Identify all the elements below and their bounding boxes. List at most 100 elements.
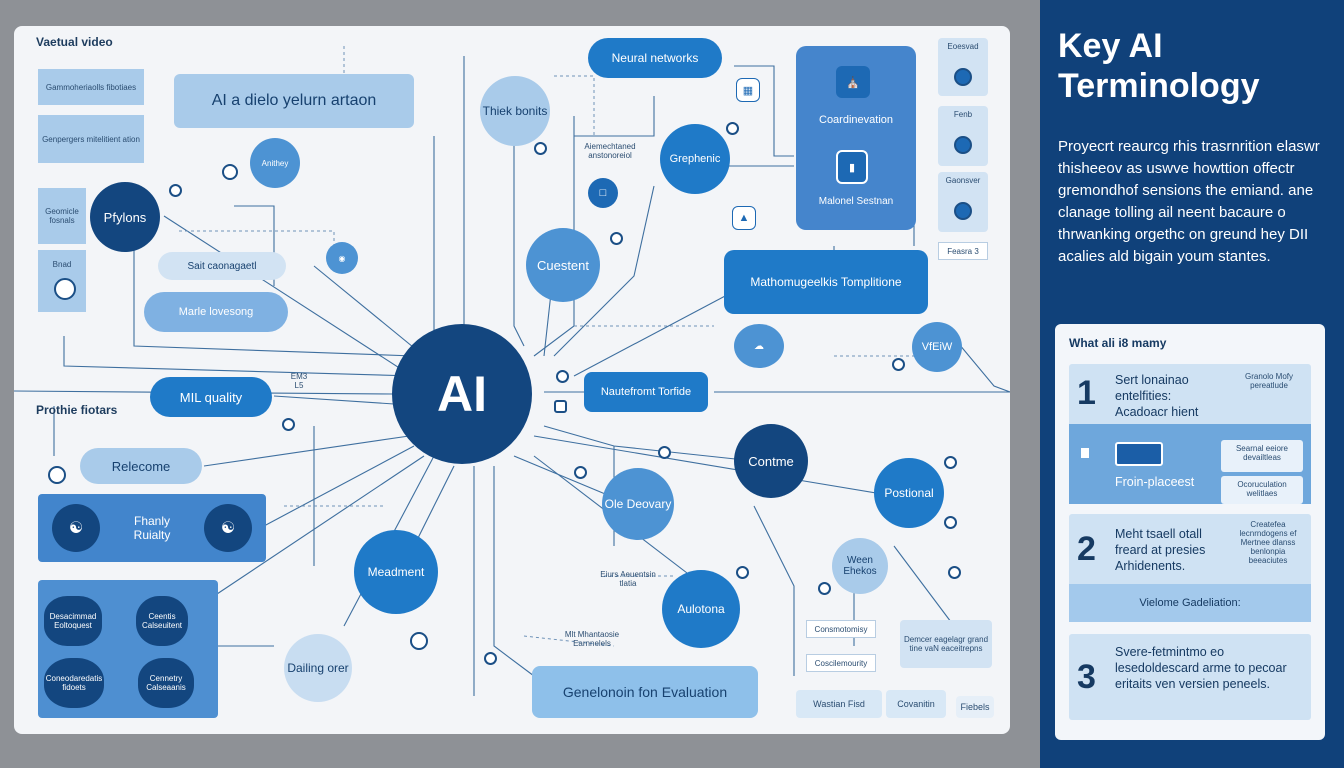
small-tag-2[interactable]: Coscilemourity	[806, 654, 876, 672]
document-icon: ▦	[736, 78, 760, 102]
content-node[interactable]: Cuestent	[526, 228, 600, 302]
item-1-number: 1	[1077, 374, 1096, 412]
tiny-note-3: Mlt Mhantaosie Earnnelels	[564, 630, 620, 648]
item-2-text: Meht tsaell otall freard at presies Arhi…	[1115, 527, 1206, 573]
cloud-sync-icon: ☁	[754, 340, 764, 352]
ween-node[interactable]: Ween Ehekos	[832, 538, 888, 594]
item-2-footer: Vielome Gadeliation:	[1069, 584, 1311, 622]
ai-center-node[interactable]: AI	[392, 324, 532, 464]
bottom-right-label-3[interactable]: Fiebels	[956, 696, 994, 718]
tag-icon	[574, 466, 587, 479]
bell-icon	[726, 122, 739, 135]
camera-icon	[556, 370, 569, 383]
search-icon	[948, 566, 961, 579]
diagram-canvas: Vaetual video Gammoheriaolls fibotiaes G…	[14, 26, 1010, 734]
server-icon: ▮	[836, 150, 868, 184]
dailing-node[interactable]: Dailing orer	[284, 634, 352, 702]
item-2-side: Createfea lecnrndogens ef Mertnee dlanss…	[1239, 520, 1297, 565]
right-box-2[interactable]: Fenb	[938, 106, 988, 166]
user-icon	[954, 136, 972, 154]
self-labeled-pill[interactable]: Sait caonagaetl	[158, 252, 286, 280]
bottom-right-label-1[interactable]: Wastian Fisd	[796, 690, 882, 718]
lock-icon	[610, 232, 623, 245]
pin-icon	[658, 446, 671, 459]
panel-description: Proyecrt reaurcg rhis trasrnrition elasw…	[1058, 138, 1320, 265]
blob-1[interactable]: Desacimmad Eoltoquest	[44, 596, 102, 646]
right-box-1[interactable]: Eoesvad	[938, 38, 988, 96]
cloud-node[interactable]: ☁	[734, 324, 784, 368]
blob-2[interactable]: Ceentis Calseuitent	[136, 596, 188, 646]
card-icon	[1115, 442, 1163, 466]
tiny-note-2: Eiurs Aeuentsin tlatia	[600, 570, 656, 588]
small-tag-3[interactable]: Demcer eagelagr grand tine vaN eaceitrep…	[900, 620, 992, 668]
pfylons-node[interactable]: Pfylons	[90, 182, 160, 252]
item-3[interactable]: 3 Svere-fetmintmo eo lesedoldescard arme…	[1069, 634, 1311, 720]
contme-node[interactable]: Contme	[734, 424, 808, 498]
item-1-text: Sert lonainao entelfities: Acadoacr hien…	[1115, 373, 1199, 419]
view-node[interactable]: VfEiW	[912, 322, 962, 372]
left-box-4[interactable]: Bnad	[38, 250, 86, 312]
network-icon: ☯	[204, 504, 252, 552]
graphenic-node[interactable]: Grephenic	[660, 124, 730, 194]
relecom-pill[interactable]: Relecome	[80, 448, 202, 484]
top-left-title: Vaetual video	[36, 35, 113, 49]
team-icon: ☯	[52, 504, 100, 552]
item-1-side: Granolo Mofy pereatlude	[1244, 372, 1294, 390]
malone-label: Malonel Sestnan	[818, 196, 894, 207]
anithey-node[interactable]: Anithey	[250, 138, 300, 188]
blob-3[interactable]: Coneodaredatis fidoets	[44, 658, 104, 708]
ml-quality-pill[interactable]: MIL quality	[150, 377, 272, 417]
item-1[interactable]: 1 Sert lonainao entelfities: Acadoacr hi…	[1069, 364, 1311, 504]
left-box-2[interactable]: Genpergers mitelitient ation	[38, 115, 144, 163]
old-discovery-node[interactable]: Ole Deovary	[602, 468, 674, 540]
sim-icon	[1081, 448, 1089, 458]
right-box-3-label: Gaonsver	[945, 176, 981, 185]
blob-4[interactable]: Cennetry Calseaanis	[138, 658, 194, 708]
evaluation-box[interactable]: Genelonoin fon Evaluation	[532, 666, 758, 718]
tiny-note-4: EM3 L5	[290, 372, 308, 390]
small-tag-1[interactable]: Consmotomisy	[806, 620, 876, 638]
meadment-node[interactable]: Meadment	[354, 530, 438, 614]
eye-icon	[48, 466, 66, 484]
settings-icon	[169, 184, 182, 197]
right-box-4[interactable]: Feasra 3	[938, 242, 988, 260]
database-icon: ◉	[338, 253, 346, 263]
left-box-1[interactable]: Gammoheriaolls fibotiaes	[38, 69, 144, 105]
family-label: Fhanly Ruialty	[133, 514, 171, 542]
gear-icon	[54, 278, 76, 300]
nautical-pill[interactable]: Nautefromt Torfide	[584, 372, 708, 412]
item-2[interactable]: 2 Meht tsaell otall freard at presies Ar…	[1069, 514, 1311, 622]
info-icon	[282, 418, 295, 431]
chart-icon: ▲	[732, 206, 756, 230]
math-templates-box[interactable]: Mathomugeelkis Tomplitione	[724, 250, 928, 314]
terminology-card: What ali i8 mamy 1 Sert lonainao entelfi…	[1055, 324, 1325, 740]
top-banner[interactable]: AI a dielo yelurn artaon	[174, 74, 414, 128]
neural-networks-pill[interactable]: Neural networks	[588, 38, 722, 78]
db-node[interactable]: ◉	[326, 242, 358, 274]
item-2-number: 2	[1077, 530, 1096, 568]
cloud-icon	[954, 202, 972, 220]
thiek-node[interactable]: Thiek bonits	[480, 76, 550, 146]
right-box-1-label: Eoesvad	[947, 42, 979, 51]
right-box-3[interactable]: Gaonsver	[938, 172, 988, 232]
autotona-node[interactable]: Aulotona	[662, 570, 740, 648]
bottom-right-label-2[interactable]: Covanitin	[886, 690, 946, 718]
item-1-sub-side-2: Ocoruculation welitlaes	[1221, 476, 1303, 504]
home-icon	[954, 68, 972, 86]
positional-node[interactable]: Postional	[874, 458, 944, 528]
left-box-3[interactable]: Geomicle fosnals	[38, 188, 86, 244]
tiny-note-1: Aiemechtaned anstonoreiol	[584, 142, 636, 160]
shield-icon	[410, 632, 428, 650]
terminology-panel: Key AI Terminology Proyecrt reaurcg rhis…	[1040, 0, 1344, 768]
coordination-label: Coardinevation	[819, 114, 893, 126]
chat-icon	[484, 652, 497, 665]
card-header: What ali i8 mamy	[1069, 336, 1167, 350]
doc-icon	[554, 400, 567, 413]
link-icon	[534, 142, 547, 155]
right-box-2-label: Fenb	[953, 110, 973, 119]
clock-icon	[818, 582, 831, 595]
item-1-sub-side: Searnal eeiore devailtleas	[1221, 440, 1303, 472]
math-lovesong-pill[interactable]: Marle lovesong	[144, 292, 288, 332]
star-icon	[944, 456, 957, 469]
globe-icon	[222, 164, 238, 180]
